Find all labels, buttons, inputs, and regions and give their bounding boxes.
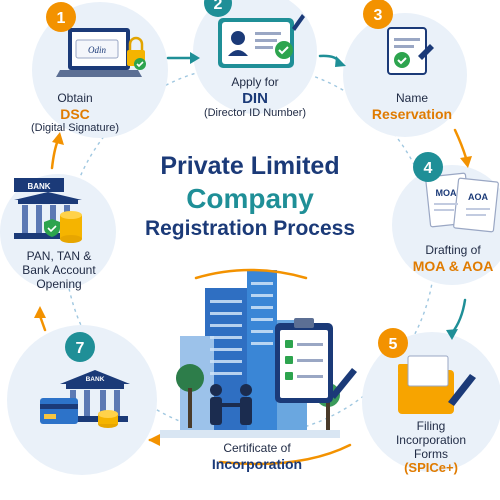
arrowhead-2-3 [335,56,346,67]
folder-icon [398,355,454,414]
step-5-line2: Incorporation [395,432,467,447]
step-5-label: Filing Incorporation Forms (SPICe+) [362,419,500,476]
step-1-highlight: DSC [60,105,90,122]
step-2-line3: (Director ID Number) [203,107,307,120]
step-7-line2: Bank Account [22,262,96,277]
step-7-number: 7 [76,340,85,357]
step-1-line3: (Digital Signature) [30,121,120,134]
step-6-label: Certificate of Incorporation [182,441,332,472]
step-2-badge: 2 [204,0,232,17]
din-check-icon [275,41,293,59]
arrow-8-1 [50,138,60,170]
title-line3: Registration Process [144,216,356,240]
aoa-label: AOA [468,192,489,202]
step-2-number: 2 [214,0,223,13]
step-1-label: Obtain DSC (Digital Signature) [0,91,150,135]
name-document-icon [387,27,434,75]
step-3-label: Name Reservation [352,91,472,122]
arrowhead-1-2 [190,52,200,64]
bank-label-left: BANK [27,182,50,191]
step-4-badge: 4 [413,152,443,182]
step-7-badge: 7 [65,332,95,362]
arrowhead-6-7 [148,434,160,446]
bank-label-bottom: BANK [86,376,105,383]
arrow-3-4 [453,128,468,160]
page-title: Private Limited Company Registration Pro… [110,152,390,241]
step-4-label: Drafting of MOA & AOA [398,243,500,274]
step-7-label: PAN, TAN & Bank Account Opening [0,249,118,291]
step-4-highlight: MOA & AOA [412,257,494,274]
left-coins-icon [60,211,82,243]
step-1-badge: 1 [46,2,76,32]
arrowhead-4-5 [446,329,458,340]
arrow-5-6 [218,443,352,466]
step-5-highlight: (SPICe+) [404,460,458,476]
step-2-line1: Apply for [231,75,279,89]
step-7-line1: PAN, TAN & [26,249,92,263]
step-3-highlight: Reservation [371,105,453,122]
handshake-people-icon [210,384,252,425]
pen-icon [292,14,305,31]
moa-label: MOA [436,188,457,198]
step-4-line1: Drafting of [425,243,481,257]
arrowhead-8-1 [52,132,64,145]
arrow-7-8 [38,314,47,332]
left-shield-check-icon [44,219,60,237]
moa-aoa-documents-icon: MOA AOA [425,172,499,233]
coins-icon [98,410,118,428]
title-swoosh [194,268,308,280]
step-3-badge: 3 [363,0,393,29]
step-6-highlight: Incorporation [211,455,303,472]
step-3-number: 3 [374,7,383,24]
tree-icon [176,364,204,428]
step-5-badge: 5 [378,328,408,358]
left-bank-icon: BANK [14,178,82,239]
step-5-line3: Forms [414,446,448,461]
clipboard-pen-icon [330,368,357,399]
step-7-bubble [7,325,157,475]
step-5-line1: Filing [416,419,446,433]
step-6-line1: Certificate of [223,441,291,455]
step-5-number: 5 [389,336,398,353]
step-1-number: 1 [57,10,66,27]
title-line2: Company [186,182,314,214]
step-3-line1: Name [395,91,428,105]
credit-card-icon [40,398,78,424]
step-2-label: Apply for DIN (Director ID Number) [180,75,330,120]
arrowhead-3-4 [460,156,472,168]
dsc-card-text: Odin [88,45,107,55]
clipboard-checklist-icon [275,318,333,403]
laptop-icon: Odin [56,28,142,77]
step-1-line1: Obtain [57,91,93,105]
step-2-highlight: DIN [242,89,268,107]
id-card-icon [218,18,294,68]
step-4-number: 4 [424,160,433,177]
title-line1: Private Limited [160,152,340,180]
filing-pen-icon [448,374,476,406]
arrowhead-7-8 [34,306,46,318]
arrow-4-5 [450,298,467,335]
check-icon [134,58,146,70]
step-7-line3: Opening [36,276,82,291]
